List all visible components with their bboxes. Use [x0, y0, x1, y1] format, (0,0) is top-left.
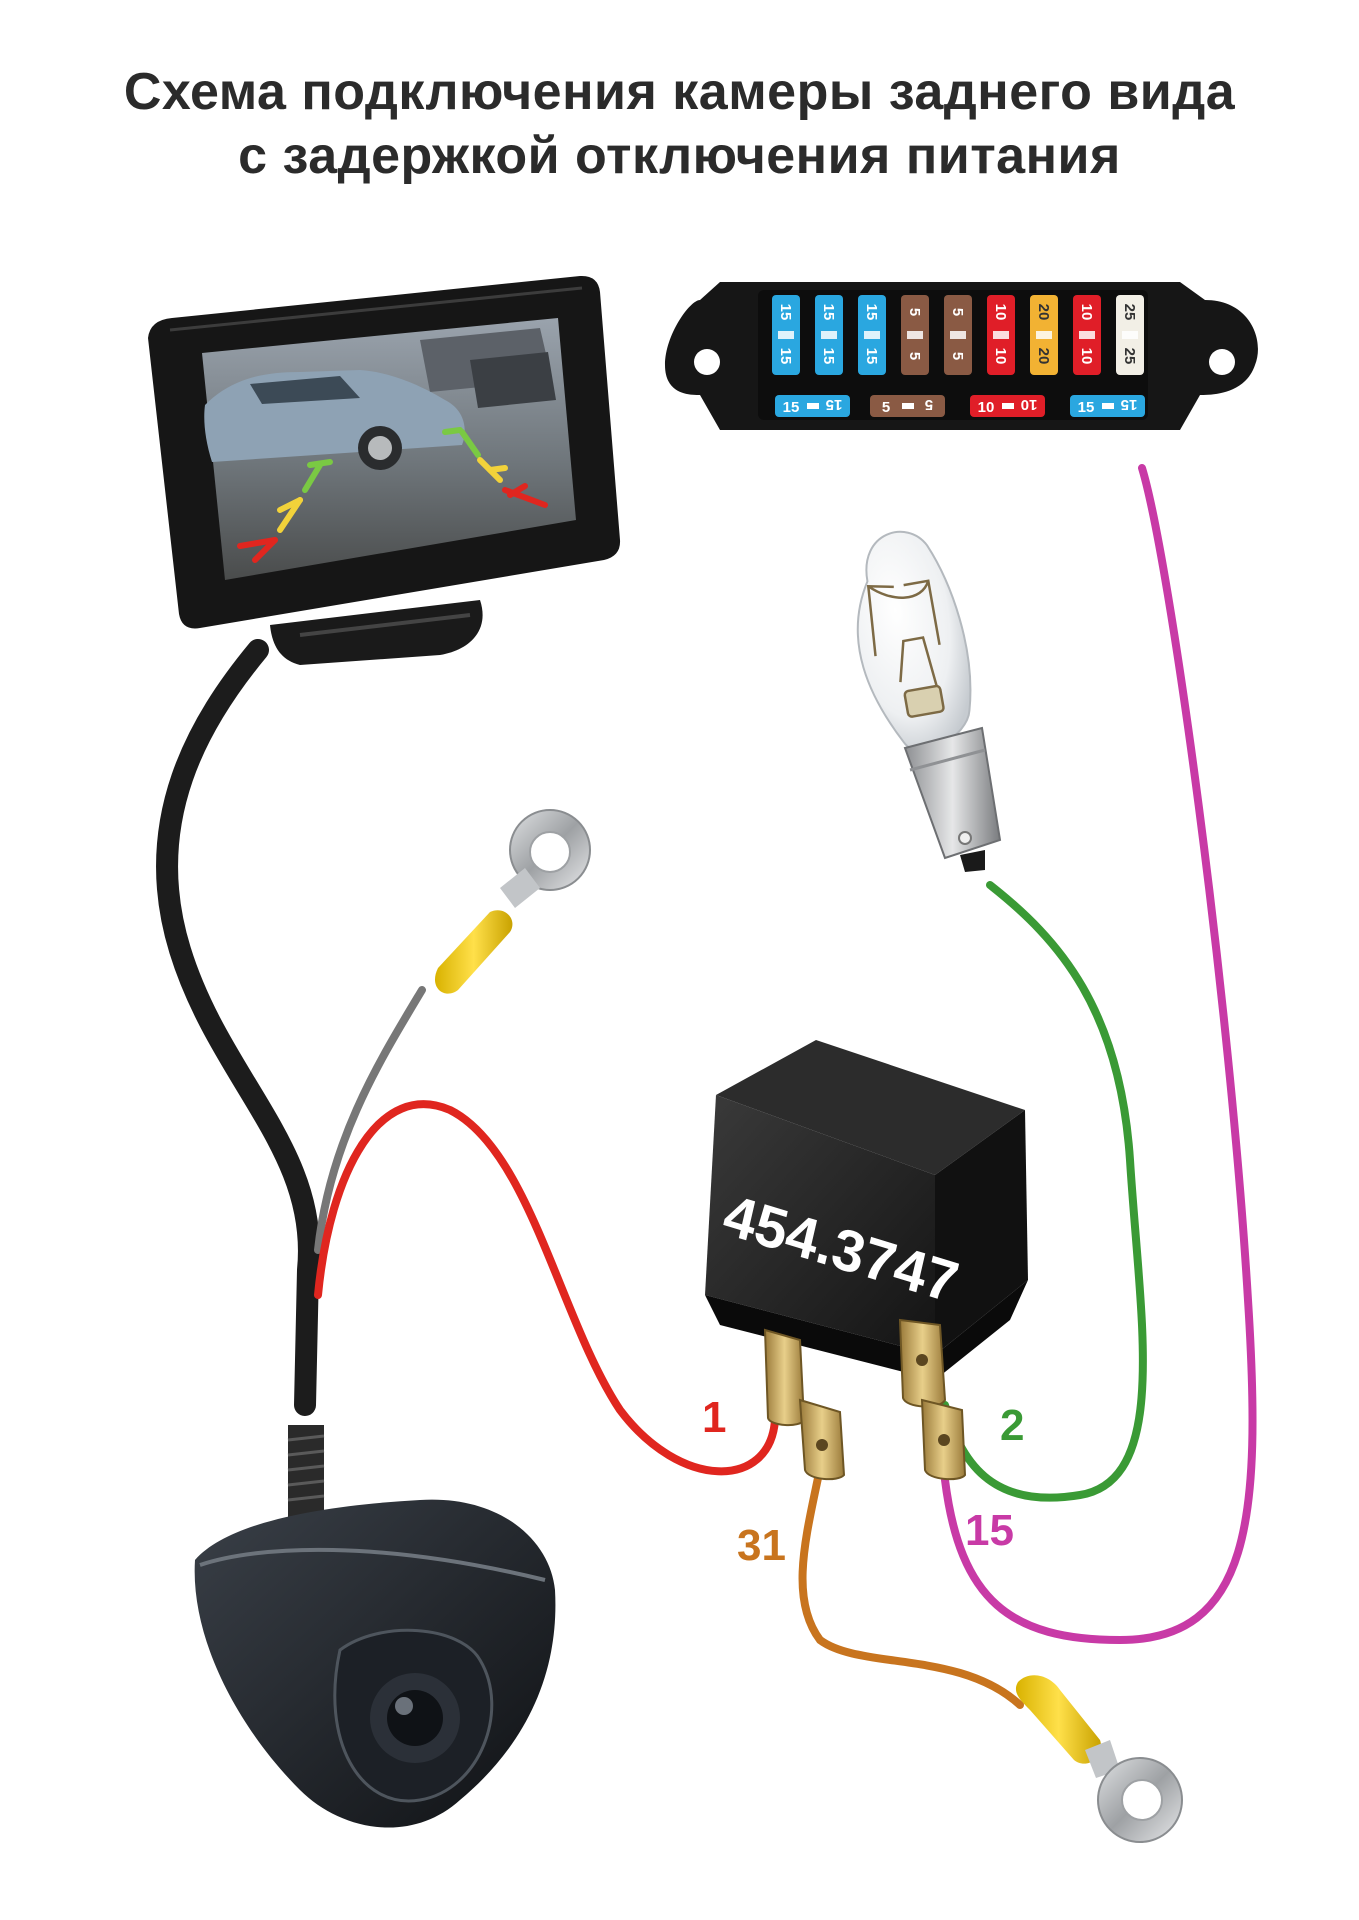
relay-front — [705, 1095, 935, 1355]
monitor-stand — [270, 600, 483, 665]
fuse-bottom-2-value-mirrored: 5 — [925, 396, 933, 413]
relay-side — [935, 1110, 1028, 1355]
fuse-top-5: 55 — [944, 295, 972, 375]
pin-2-label: 2 — [1000, 1401, 1024, 1450]
fuse-top-8: 10 10 — [1073, 295, 1101, 375]
bulb-glass — [856, 530, 972, 752]
fuse-box-mount-hole-left — [694, 349, 720, 375]
fuse-top-8-value-2: 10 — [1078, 348, 1095, 365]
ring-terminal-top — [434, 809, 591, 994]
light-bulb — [856, 530, 1002, 872]
fuse-top-4-value-2: 5 — [906, 352, 923, 360]
relay-pin-1 — [763, 1328, 806, 1426]
relay-pin-15 — [920, 1398, 967, 1481]
rear-camera — [194, 1425, 556, 1828]
yellow-sleeve-bottom — [1015, 1675, 1102, 1764]
fuse-bottom-3-value-mirrored: 10 — [1021, 396, 1038, 413]
title-line-1: Схема подключения камеры заднего вида — [123, 63, 1236, 121]
video-cable — [156, 639, 320, 1416]
relay-pin-2 — [898, 1318, 947, 1408]
relay-top — [716, 1040, 1025, 1175]
relay-pin-31 — [798, 1398, 846, 1481]
monitor — [148, 275, 621, 665]
fuse-top-2-value-1: 15 — [820, 304, 837, 321]
fuse-top-5-value-2: 5 — [949, 352, 966, 360]
pin-15-label: 15 — [965, 1506, 1014, 1555]
pin-1-label: 1 — [702, 1393, 726, 1442]
relay: 454.3747 — [705, 1040, 1028, 1481]
ring-terminal-bottom — [1015, 1675, 1183, 1843]
green-wire — [941, 881, 1147, 1502]
fuse-top-6-value-1: 10 — [992, 304, 1009, 321]
fuse-top-9-value-2: 25 — [1121, 348, 1138, 365]
fuse-top-3-value-1: 15 — [863, 304, 880, 321]
fuse-top-7-value-2: 20 — [1035, 348, 1052, 365]
fuse-top-8-value-1: 10 — [1078, 304, 1095, 321]
fuse-top-4: 55 — [901, 295, 929, 375]
fuse-bottom-4-value: 15 — [1078, 399, 1095, 416]
orange-wire — [798, 1474, 1024, 1709]
title-line-2: с задержкой отключения питания — [238, 127, 1121, 185]
fuse-bottom-4-value-mirrored: 15 — [1121, 396, 1138, 413]
fuse-top-2-value-2: 15 — [820, 348, 837, 365]
fuse-top-6: 10 10 — [987, 295, 1015, 375]
pin-31-label: 31 — [737, 1521, 786, 1570]
fuse-top-5-value-1: 5 — [949, 308, 966, 316]
fuse-bottom-3-value: 10 — [978, 399, 995, 416]
gray-ground-wire — [314, 986, 426, 1254]
red-wire — [314, 1100, 779, 1476]
fuse-bottom-1-value-mirrored: 15 — [826, 396, 843, 413]
fuse-top-1-value-1: 15 — [777, 304, 794, 321]
fuse-top-6-value-2: 10 — [992, 348, 1009, 365]
magenta-wire — [941, 464, 1257, 1645]
fuse-top-7-value-1: 20 — [1035, 304, 1052, 321]
fuse-top-9: 25 25 — [1116, 295, 1144, 375]
parking-guide-lines — [237, 427, 548, 563]
fuse-bottom-3: 10 10 — [970, 395, 1045, 417]
fuse-top-3-value-2: 15 — [863, 348, 880, 365]
yellow-sleeve-top — [434, 910, 513, 994]
bulb-socket — [903, 726, 1002, 860]
fuse-top-4-value-1: 5 — [906, 308, 923, 316]
fuse-top-1-value-2: 15 — [777, 348, 794, 365]
fuse-bottom-2-value: 5 — [882, 399, 890, 416]
fuse-bottom-1-value: 15 — [783, 399, 800, 416]
fuse-top-9-value-1: 25 — [1121, 304, 1138, 321]
fuse-box-mount-hole-right — [1209, 349, 1235, 375]
